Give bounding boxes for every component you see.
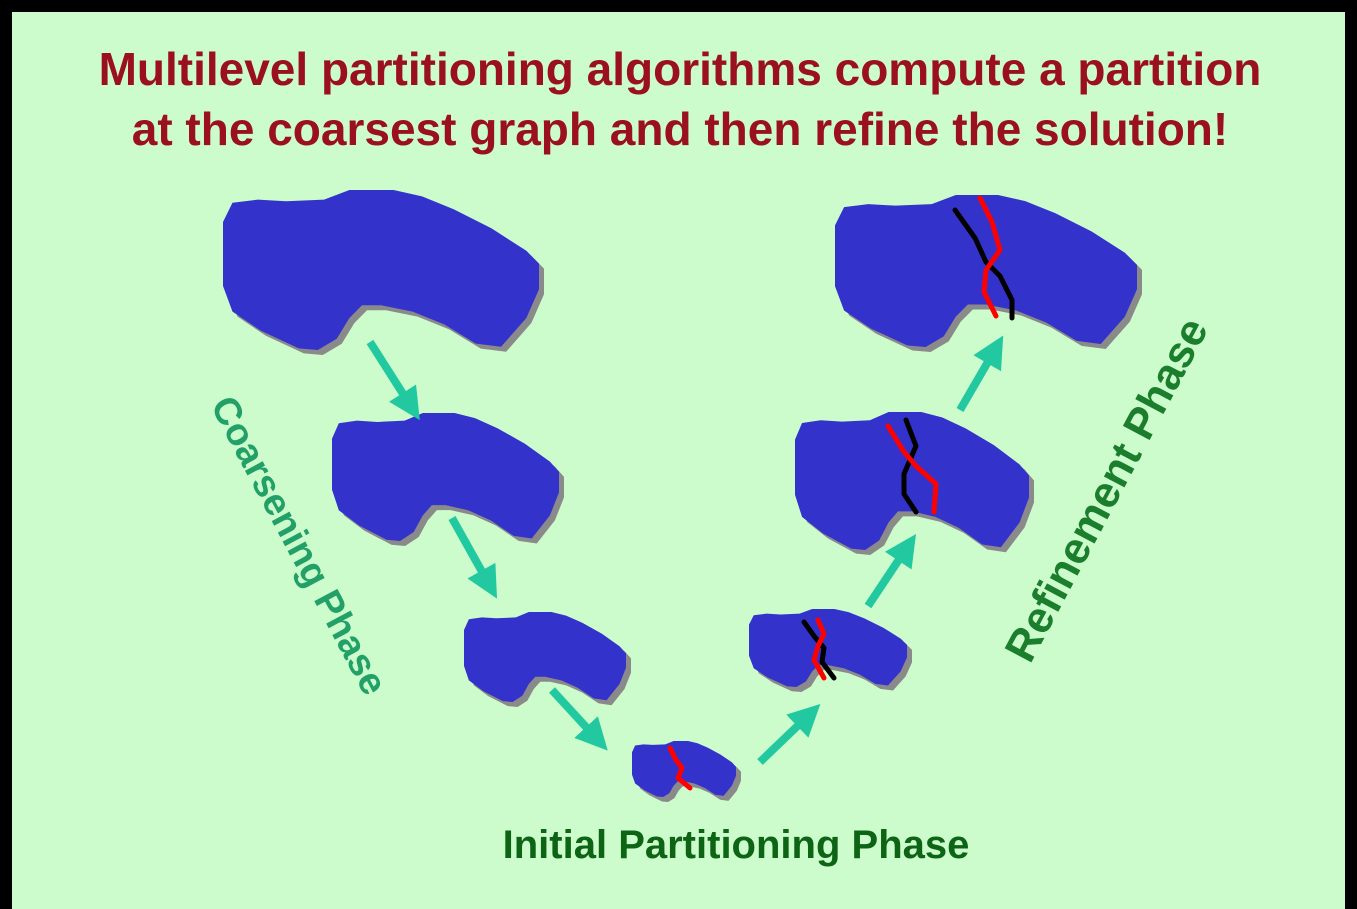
- coarsen-arrow-3: [549, 687, 608, 751]
- refined-partition-level-2: [811, 617, 827, 681]
- refined-partition-level-0: [977, 195, 1003, 319]
- partition-line-coarsest: [667, 745, 693, 791]
- refine-arrow-2: [864, 534, 916, 609]
- initial-partitioning-phase-label: Initial Partitioning Phase: [503, 823, 970, 867]
- graph-level-0-left: [223, 190, 539, 350]
- graph-level-2-left: [464, 612, 626, 702]
- graph-level-2-right: [749, 609, 907, 687]
- coarsen-arrow-1: [366, 339, 420, 421]
- title-line-2: at the coarsest graph and then refine th…: [132, 103, 1228, 155]
- graph-level-1-left: [332, 413, 559, 541]
- refine-arrow-3: [956, 335, 1004, 413]
- projected-partition-level-0: [952, 207, 1015, 321]
- coarsen-arrow-2: [448, 516, 498, 599]
- refine-arrow-1: [757, 704, 821, 765]
- projected-partition-level-1: [901, 417, 919, 515]
- projected-partition-level-2: [801, 619, 837, 681]
- refined-partition-level-1: [885, 423, 939, 515]
- title-line-1: Multilevel partitioning algorithms compu…: [99, 43, 1262, 95]
